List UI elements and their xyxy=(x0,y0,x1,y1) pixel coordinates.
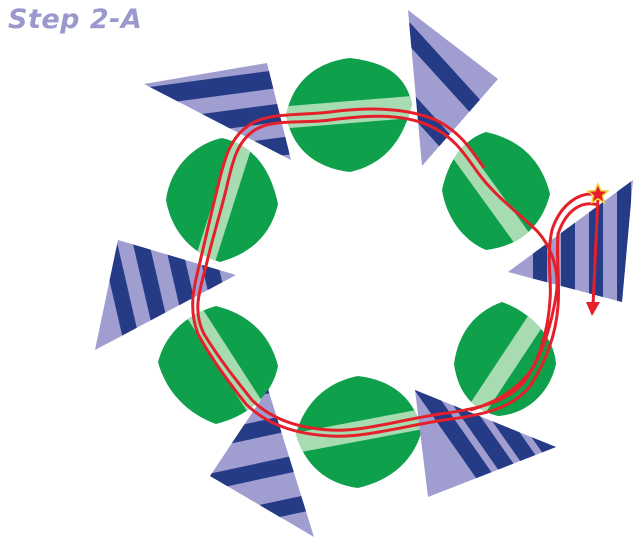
arrowhead-icon xyxy=(586,302,600,316)
green-petal-lower-right xyxy=(454,296,556,420)
green-petal-bottom xyxy=(290,376,428,488)
